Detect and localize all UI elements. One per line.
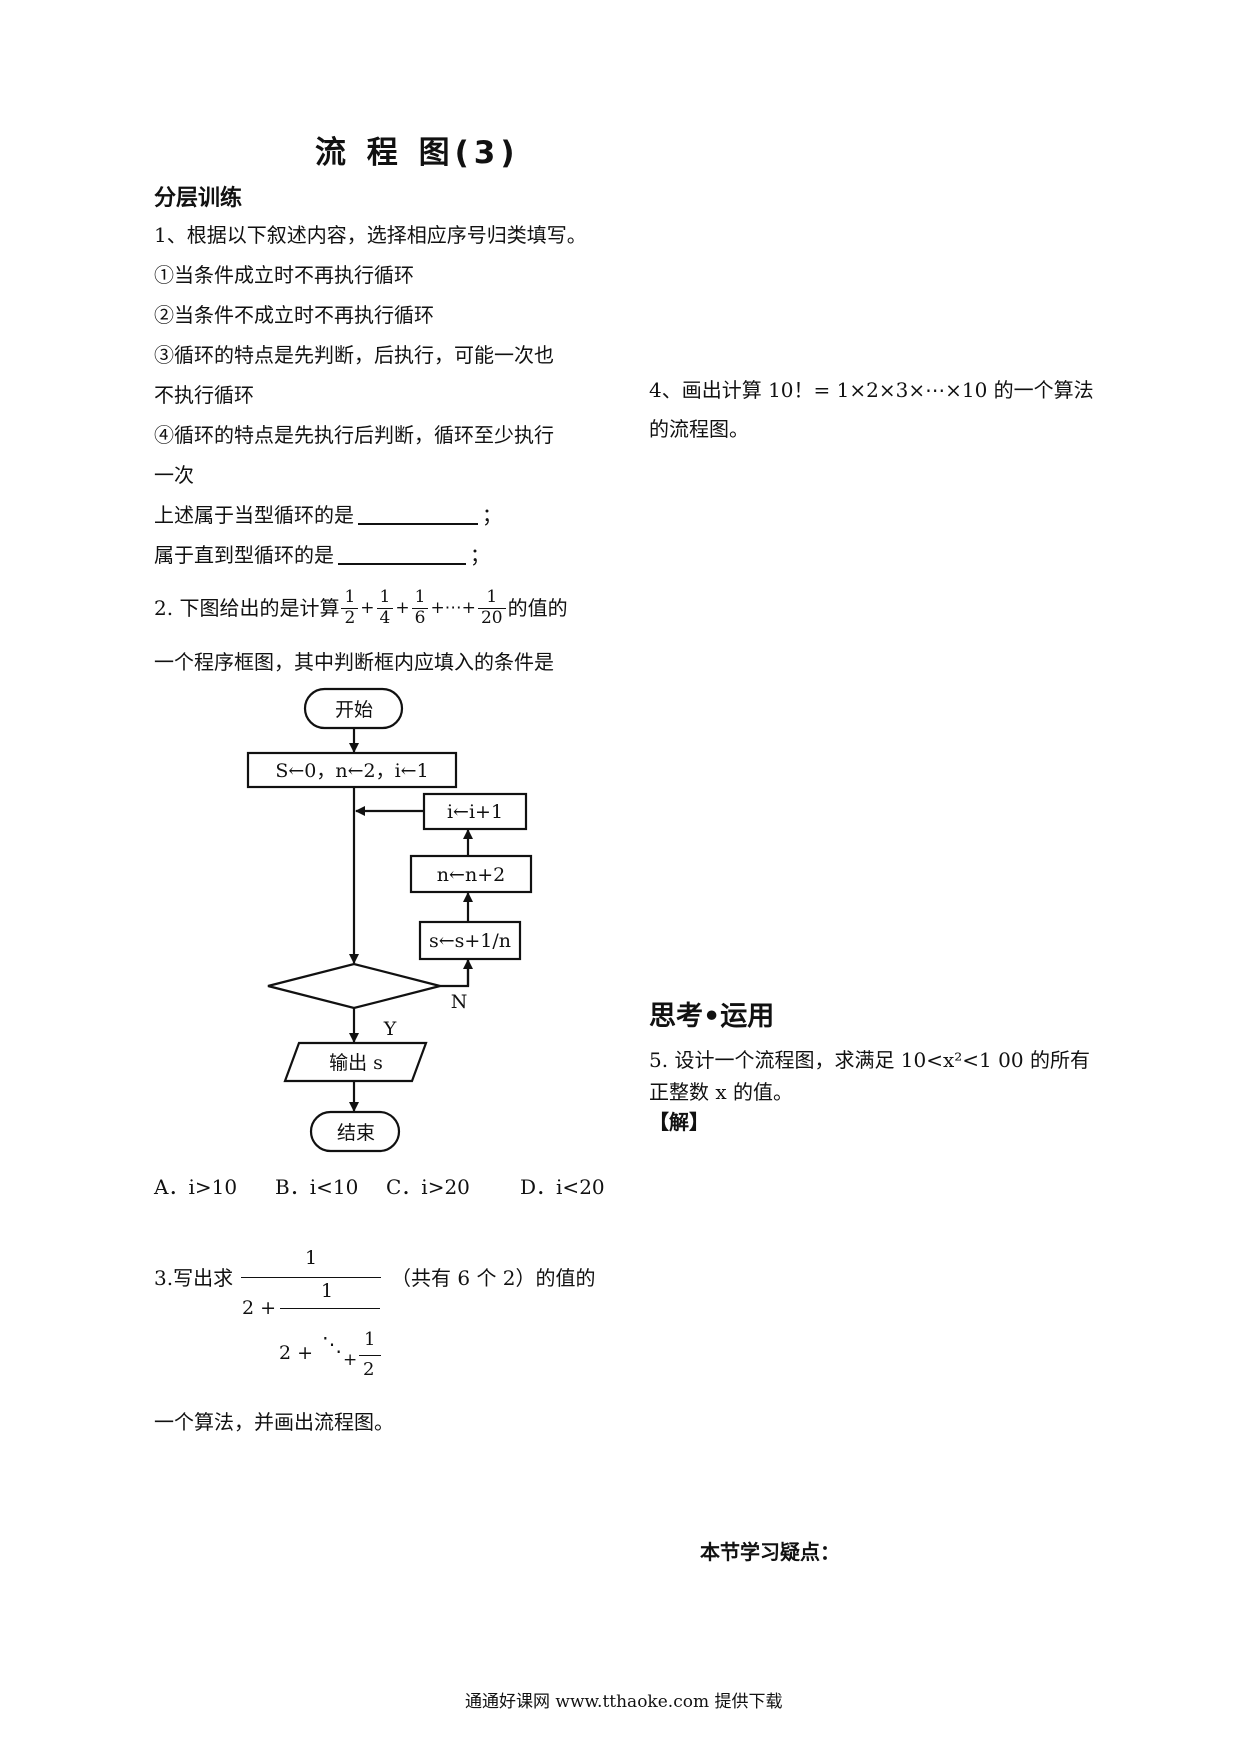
update-s-label: s←s+1/n (429, 930, 511, 952)
init-label: S←0，n←2，i←1 (275, 760, 428, 782)
q5-line2: 正整数 x 的值。 (649, 1080, 793, 1104)
output-parallelogram (283, 1041, 428, 1083)
end-label: 结束 (337, 1122, 375, 1144)
q1-fill-2-prefix: 属于直到型循环的是 (154, 543, 334, 567)
fraction-numerator: 1 (379, 587, 391, 607)
q5-answer-label: 【解】 (649, 1110, 709, 1134)
q1-option-3-line1: ③循环的特点是先判断，后执行，可能一次也 (154, 343, 554, 367)
cf-plus: + (343, 1350, 358, 1370)
page-footer: 通通好课网 www.tthaoke.com 提供下载 (465, 1692, 783, 1712)
choice-b[interactable]: B．i<10 (275, 1175, 359, 1199)
cf-level1-numerator: 1 (321, 1280, 334, 1302)
q4-suffix: 的一个算法 (987, 378, 1094, 402)
page-title: 流 程 图(3) (315, 135, 520, 171)
fraction-denominator: 20 (477, 607, 506, 629)
q4-line1: 4、画出计算 10！= 1×2×3×⋯×10 的一个算法 (649, 380, 1094, 400)
start-label: 开始 (335, 699, 373, 721)
fraction-denominator: 4 (376, 607, 394, 629)
q1-option-3-line2: 不执行循环 (154, 383, 254, 407)
cf-level1-bar (280, 1308, 380, 1309)
choice-a[interactable]: A．i>10 (154, 1175, 238, 1199)
answer-blank[interactable] (358, 505, 478, 525)
plus-ellipsis: +⋯+ (430, 597, 476, 618)
answer-blank[interactable] (338, 545, 466, 565)
q4-line2: 的流程图。 (649, 417, 749, 441)
q2-prefix: 2. 下图给出的是计算 (154, 596, 340, 621)
update-n-box (409, 854, 533, 894)
cf-level2-base: 2 + (279, 1342, 314, 1364)
q1-option-4-line2: 一次 (154, 463, 194, 487)
no-label: N (451, 991, 468, 1013)
q1-option-1: ①当条件成立时不再执行循环 (154, 263, 414, 287)
choice-c[interactable]: C．i>20 (386, 1175, 470, 1199)
q1-stem: 1、根据以下叙述内容，选择相应序号归类填写。 (154, 223, 587, 247)
choice-d[interactable]: D．i<20 (520, 1175, 605, 1199)
q1-fill-2-suffix: ； (470, 543, 490, 567)
fraction-numerator: 1 (414, 587, 426, 607)
section-heading-layered-training: 分层训练 (154, 186, 243, 211)
q2-suffix: 的值的 (507, 596, 568, 621)
q1-fill-1-prefix: 上述属于当型循环的是 (154, 503, 354, 527)
cf-last-numerator: 1 (364, 1329, 376, 1350)
inc-n-label: n←n+2 (437, 864, 505, 886)
doubts-label: 本节学习疑点： (700, 1540, 840, 1564)
update-s-box (418, 920, 522, 961)
cf-diagonal-dots: ⋱ (322, 1332, 342, 1356)
end-terminal (309, 1110, 401, 1153)
inc-i-label: i←i+1 (447, 801, 503, 823)
q1-option-2: ②当条件不成立时不再执行循环 (154, 303, 434, 327)
cf-level1-base: 2 + (242, 1297, 277, 1319)
q3-line2: 一个算法，并画出流程图。 (154, 1410, 394, 1434)
cf-last-denominator: 2 (363, 1359, 375, 1380)
plus-sign: + (360, 597, 375, 618)
q3-note: （共有 6 个 2）的值的 (391, 1266, 596, 1290)
q1-fill-1: 上述属于当型循环的是 ； (154, 505, 502, 525)
output-label: 输出 s (329, 1052, 383, 1074)
flow-line-no (440, 960, 470, 988)
q1-fill-1-suffix: ； (482, 503, 502, 527)
q4-prefix: 4、画出计算 10！= (649, 378, 837, 402)
q5-line1: 5. 设计一个流程图，求满足 10<x²<1 00 的所有 (649, 1048, 1090, 1072)
fraction-numerator: 1 (486, 587, 498, 607)
init-box (246, 751, 458, 789)
fraction-denominator: 6 (411, 607, 429, 629)
plus-sign: + (395, 597, 410, 618)
q1-fill-2: 属于直到型循环的是 ； (154, 545, 490, 565)
section-heading-think-apply: 思考•运用 (649, 1001, 775, 1032)
cf-main-bar (241, 1277, 381, 1278)
yes-label: Y (383, 1018, 397, 1040)
q2-line2: 一个程序框图，其中判断框内应填入的条件是 (154, 650, 554, 674)
q4-expression: 1×2×3×⋯×10 (836, 378, 988, 402)
q1-option-4-line1: ④循环的特点是先执行后判断，循环至少执行 (154, 423, 554, 447)
cf-top-numerator: 1 (305, 1247, 318, 1269)
cf-last-bar (359, 1355, 381, 1356)
fraction-denominator: 2 (341, 607, 359, 629)
q3-prefix: 3.写出求 (154, 1266, 234, 1290)
fraction-numerator: 1 (344, 587, 356, 607)
decision-diamond (267, 962, 441, 1010)
